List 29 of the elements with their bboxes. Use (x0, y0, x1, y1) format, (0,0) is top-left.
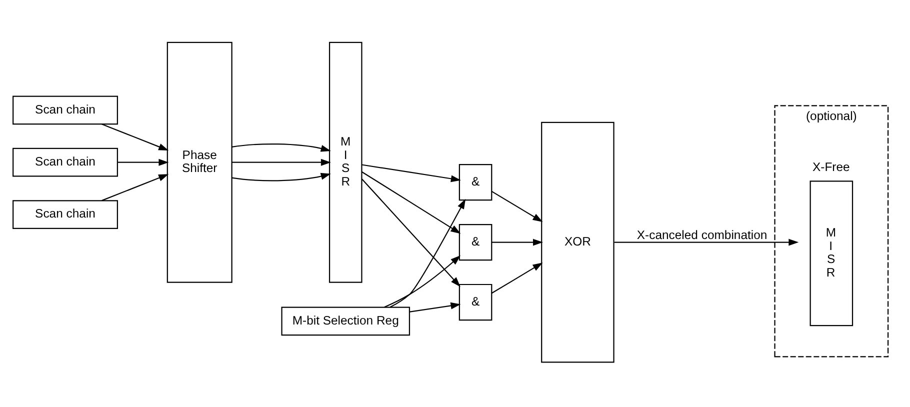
node-box: Scan chain (12, 200, 118, 228)
node-box: & (458, 223, 492, 260)
arrow (232, 158, 331, 166)
arrow (492, 190, 543, 222)
arrow (614, 238, 799, 246)
node-box: Phase Shifter (166, 41, 232, 282)
arrow (362, 164, 461, 182)
arrow (410, 302, 461, 312)
arrow (362, 170, 461, 234)
node-box: Scan chain (12, 147, 118, 176)
arrow (117, 158, 169, 166)
arrow (361, 178, 460, 286)
arrow (102, 174, 169, 201)
node-box: M I S R (328, 41, 362, 282)
arrow (384, 254, 461, 308)
node-box: M I S R (810, 180, 854, 326)
node-box: & (458, 283, 492, 320)
arrow (102, 123, 169, 150)
node-box: & (458, 164, 492, 200)
edge-label: X-canceled combination (636, 227, 768, 242)
arrow (232, 143, 331, 152)
node-box: M-bit Selection Reg (281, 306, 410, 336)
arrow (232, 172, 331, 181)
node-box: XOR (541, 121, 614, 362)
node-box: Scan chain (12, 95, 118, 124)
arrow (492, 262, 543, 294)
node-label: X-Free (812, 160, 850, 174)
arrow (492, 238, 543, 246)
arrow (390, 198, 466, 308)
